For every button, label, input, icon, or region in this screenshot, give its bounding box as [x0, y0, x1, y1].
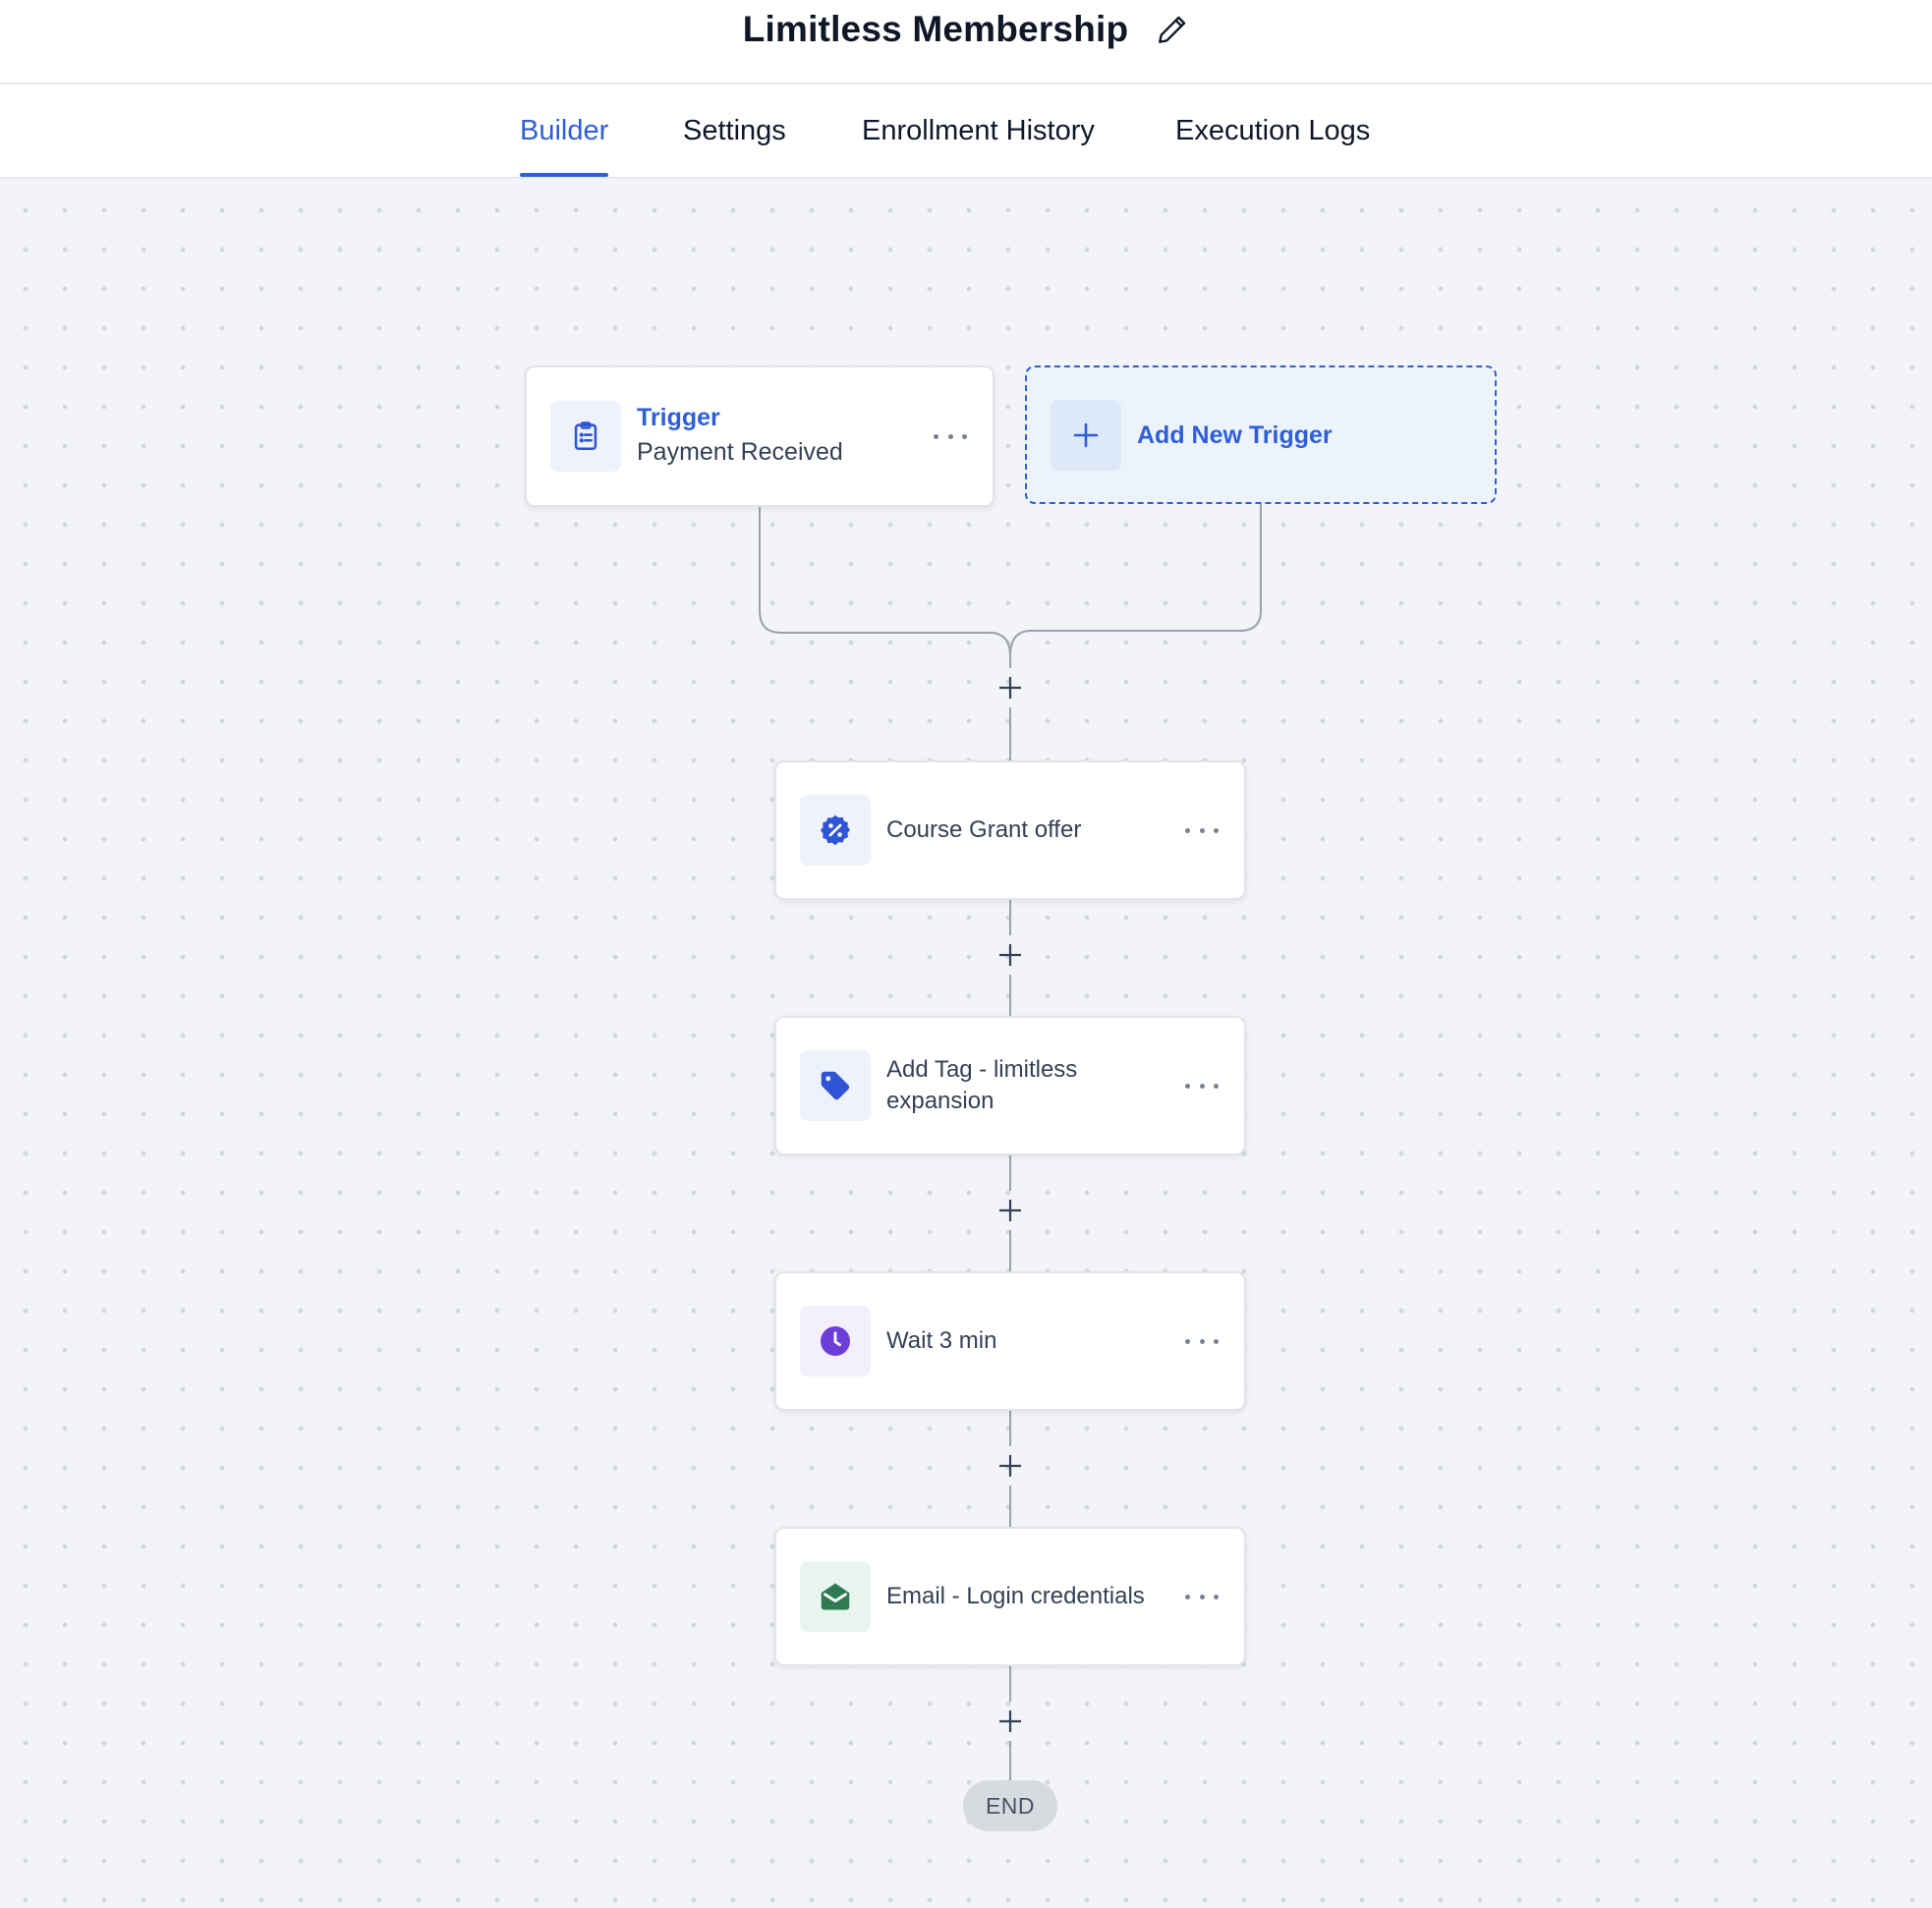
step-label: Wait 3 min: [886, 1327, 997, 1354]
tag-icon: [800, 1050, 871, 1121]
plus-icon: [1051, 400, 1121, 471]
more-options-icon[interactable]: [1185, 1331, 1219, 1351]
page-title: Limitless Membership: [742, 9, 1129, 49]
tab-enrollment-history[interactable]: Enrollment History: [862, 114, 1095, 146]
add-step-plus-icon[interactable]: [993, 937, 1028, 973]
add-step-plus-icon[interactable]: [993, 1193, 1028, 1228]
more-options-icon[interactable]: [1185, 820, 1219, 840]
step-label: Add Tag - limitless expansion: [886, 1056, 1078, 1114]
tab-execution-logs[interactable]: Execution Logs: [1175, 114, 1371, 146]
add-step-plus-icon[interactable]: [993, 1704, 1028, 1739]
add-step-plus-icon[interactable]: [993, 1448, 1028, 1484]
add-new-trigger-label: Add New Trigger: [1137, 421, 1333, 449]
more-options-icon[interactable]: [1185, 1076, 1219, 1095]
step-card-course-grant[interactable]: Course Grant offer: [774, 760, 1246, 900]
step-card-wait[interactable]: Wait 3 min: [774, 1271, 1246, 1411]
percent-badge-icon: [800, 795, 871, 866]
more-options-icon[interactable]: [1185, 1587, 1219, 1606]
trigger-card[interactable]: Trigger Payment Received: [525, 365, 994, 507]
pencil-icon[interactable]: [1156, 13, 1189, 46]
header-bar: Limitless Membership: [0, 0, 1932, 84]
tab-bar: Builder Settings Enrollment History Exec…: [0, 84, 1932, 179]
trigger-text: Trigger Payment Received: [637, 401, 914, 470]
title-area: Limitless Membership: [0, 0, 1932, 59]
step-label: Course Grant offer: [886, 816, 1082, 843]
mail-open-icon: [800, 1561, 871, 1632]
tab-settings[interactable]: Settings: [683, 114, 786, 146]
tab-builder[interactable]: Builder: [520, 84, 609, 177]
clipboard-list-icon: [550, 401, 621, 472]
end-node: END: [963, 1780, 1057, 1831]
clock-icon: [800, 1306, 871, 1376]
trigger-label: Trigger: [637, 404, 720, 431]
step-card-add-tag[interactable]: Add Tag - limitless expansion: [774, 1016, 1246, 1155]
step-card-email[interactable]: Email - Login credentials: [774, 1527, 1246, 1666]
trigger-value: Payment Received: [637, 438, 843, 466]
more-options-icon[interactable]: [934, 426, 967, 446]
add-step-plus-icon[interactable]: [993, 670, 1028, 705]
step-label: Email - Login credentials: [886, 1583, 1145, 1609]
add-new-trigger-button[interactable]: Add New Trigger: [1025, 365, 1497, 504]
